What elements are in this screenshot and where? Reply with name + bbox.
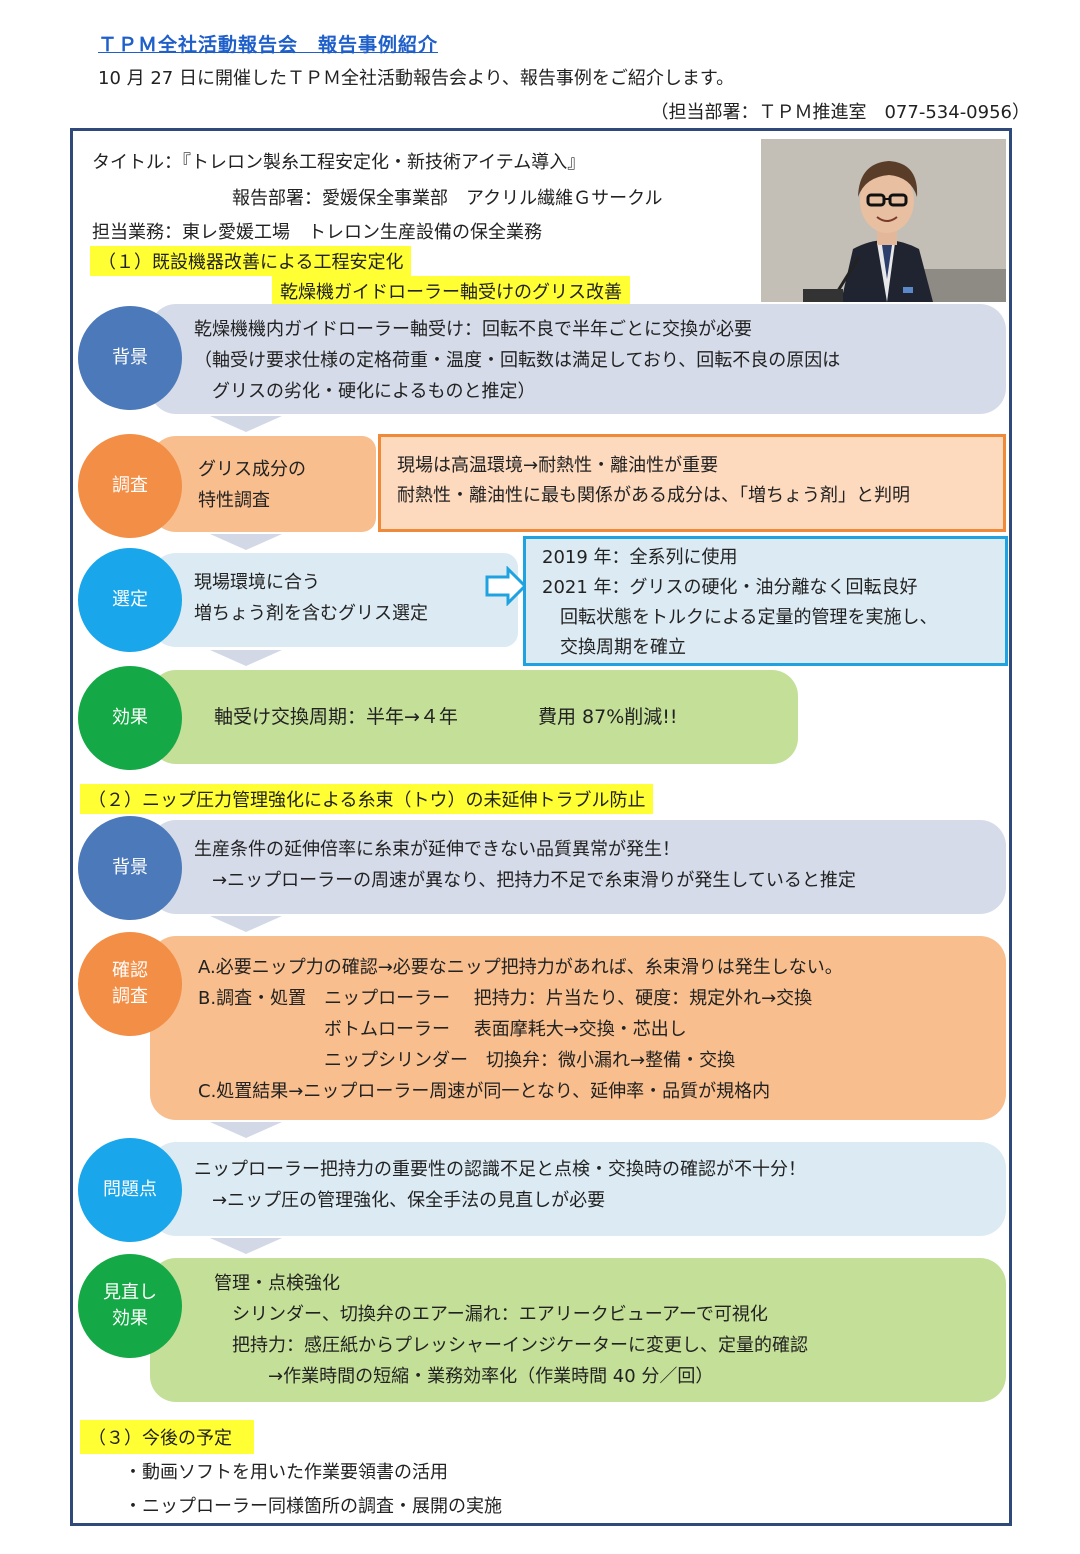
- right-arrow-icon: [485, 566, 528, 606]
- down-arrow: [210, 650, 282, 666]
- check-line: ニップシリンダー 切換弁：微小漏れ→整備・交換: [198, 1050, 736, 1071]
- down-arrow: [210, 416, 282, 432]
- background-line: （軸受け要求仕様の定格荷重・温度・回転数は満足しており、回転不良の原因は: [194, 350, 841, 371]
- future-plan-item: ・ニップローラー同様箇所の調査・展開の実施: [124, 1496, 502, 1517]
- survey-band: グリス成分の 特性調査: [150, 436, 376, 532]
- down-arrow: [210, 1122, 282, 1138]
- review-line: 把持力：感圧紙からプレッシャーインジケーターに変更し、定量的確認: [214, 1335, 808, 1356]
- problem-band: ニップローラー把持力の重要性の認識不足と点検・交換時の確認が不十分！ →ニップ圧…: [150, 1142, 1006, 1236]
- problem-line: →ニップ圧の管理強化、保全手法の見直しが必要: [194, 1190, 606, 1211]
- down-arrow: [210, 916, 282, 932]
- survey-note-box: 現場は高温環境→耐熱性・離油性が重要 耐熱性・離油性に最も関係がある成分は、「増…: [378, 434, 1006, 532]
- section2-background-band: 生産条件の延伸倍率に糸束が延伸できない品質異常が発生！ →ニップローラーの周速が…: [150, 820, 1006, 914]
- select-band: 現場環境に合う 増ちょう剤を含むグリス選定: [150, 553, 518, 647]
- effect-text: 費用 87%削減!!: [538, 706, 678, 728]
- check-line: B.調査・処置 ニップローラー 把持力：片当たり、硬度：規定外れ→交換: [198, 988, 813, 1009]
- check-line: A.必要ニップ力の確認→必要なニップ把持力があれば、糸束滑りは発生しない。: [198, 957, 843, 978]
- report-frame: [70, 128, 1012, 1526]
- review-line: シリンダー、切換弁のエアー漏れ：エアリークビューアーで可視化: [214, 1304, 768, 1325]
- check-band: A.必要ニップ力の確認→必要なニップ把持力があれば、糸束滑りは発生しない。 B.…: [150, 936, 1006, 1120]
- survey-note-line: 耐熱性・離油性に最も関係がある成分は、「増ちょう剤」と判明: [397, 485, 910, 506]
- section1-subheading: 乾燥機ガイドローラー軸受けのグリス改善: [272, 276, 630, 306]
- select-note-box: 2019 年：全系列に使用 2021 年：グリスの硬化・油分離なく回転良好 回転…: [523, 536, 1008, 666]
- intro-text: 10 月 27 日に開催したＴＰＭ全社活動報告会より、報告事例をご紹介します。: [98, 68, 735, 89]
- down-arrow: [210, 1238, 282, 1254]
- select-circle: 選定: [78, 548, 182, 652]
- problem-line: ニップローラー把持力の重要性の認識不足と点検・交換時の確認が不十分！: [194, 1159, 806, 1180]
- problem-circle: 問題点: [78, 1138, 182, 1242]
- check-line: C.処置結果→ニップローラー周速が同一となり、延伸率・品質が規格内: [198, 1081, 771, 1102]
- contact-department: （担当部署：ＴＰＭ推進室 077-534-0956）: [650, 102, 1030, 123]
- background-line: 乾燥機機内ガイドローラー軸受け：回転不良で半年ごとに交換が必要: [194, 319, 752, 340]
- section3-heading: （３）今後の予定: [80, 1420, 254, 1454]
- survey-note-line: 現場は高温環境→耐熱性・離油性が重要: [397, 455, 719, 476]
- survey-line: グリス成分の: [198, 459, 306, 480]
- background-line: グリスの劣化・硬化によるものと推定）: [194, 381, 536, 402]
- check-line: ボトムローラー 表面摩耗大→交換・芯出し: [198, 1019, 687, 1040]
- report-duty: 担当業務：東レ愛媛工場 トレロン生産設備の保全業務: [92, 222, 542, 243]
- review-band: 管理・点検強化 シリンダー、切換弁のエアー漏れ：エアリークビューアーで可視化 把…: [150, 1258, 1006, 1402]
- down-arrow: [210, 534, 282, 550]
- section1-background-band: 乾燥機機内ガイドローラー軸受け：回転不良で半年ごとに交換が必要 （軸受け要求仕様…: [150, 304, 1006, 414]
- select-note-line: 交換周期を確立: [542, 637, 686, 658]
- background-circle: 背景: [78, 816, 182, 920]
- select-note-line: 2019 年：全系列に使用: [542, 547, 738, 568]
- section2-heading: （２）ニップ圧力管理強化による糸束（トウ）の未延伸トラブル防止: [80, 784, 654, 814]
- background-circle: 背景: [78, 306, 182, 410]
- future-plan-item: ・動画ソフトを用いた作業要領書の活用: [124, 1462, 448, 1483]
- background-line: 生産条件の延伸倍率に糸束が延伸できない品質異常が発生！: [194, 839, 680, 860]
- presenter-photo: [761, 139, 1006, 302]
- select-note-line: 回転状態をトルクによる定量的管理を実施し、: [542, 607, 938, 628]
- report-department: 報告部署：愛媛保全事業部 アクリル繊維Ｇサークル: [232, 188, 663, 209]
- review-line: 管理・点検強化: [214, 1273, 340, 1294]
- check-circle: 確認 調査: [78, 932, 182, 1036]
- survey-line: 特性調査: [198, 490, 270, 511]
- effect-text: 軸受け交換周期：半年→４年: [214, 706, 458, 728]
- survey-circle: 調査: [78, 434, 182, 538]
- review-circle: 見直し 効果: [78, 1254, 182, 1358]
- section1-heading: （１）既設機器改善による工程安定化: [90, 246, 412, 276]
- select-note-line: 2021 年：グリスの硬化・油分離なく回転良好: [542, 577, 918, 598]
- effect-circle: 効果: [78, 666, 182, 770]
- effect-band: 軸受け交換周期：半年→４年 費用 87%削減!!: [150, 670, 798, 764]
- select-line: 増ちょう剤を含むグリス選定: [194, 603, 428, 624]
- select-line: 現場環境に合う: [194, 572, 320, 593]
- review-line: →作業時間の短縮・業務効率化（作業時間 40 分／回）: [214, 1366, 714, 1387]
- page-title: ＴＰＭ全社活動報告会 報告事例紹介: [98, 34, 439, 56]
- report-title: タイトル：『トレロン製糸工程安定化・新技術アイテム導入』: [92, 152, 586, 173]
- background-line: →ニップローラーの周速が異なり、把持力不足で糸束滑りが発生していると推定: [194, 870, 856, 891]
